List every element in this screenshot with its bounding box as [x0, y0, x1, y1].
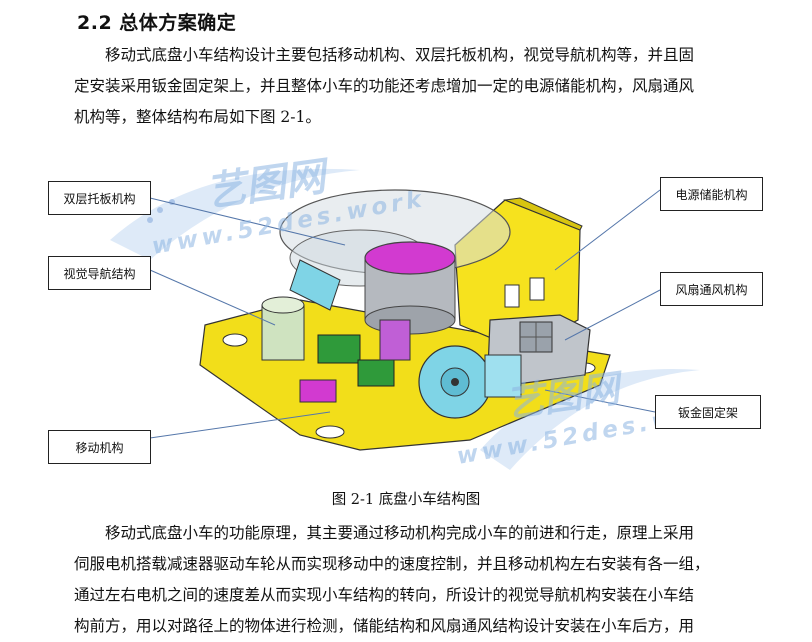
leader-line-power — [554, 189, 661, 271]
chassis-figure: 艺图网 www.52des.work 艺图网 www.52des.work 双层… — [0, 150, 812, 490]
power-switch — [504, 284, 520, 308]
label-double-tray: 双层托板机构 — [48, 181, 151, 215]
label-sheet-metal-frame: 钣金固定架 — [655, 395, 761, 429]
paragraph-line: 伺服电机搭载减速器驱动车轮从而实现移动中的速度控制，并且移动机构左右安装有各一组… — [74, 555, 710, 573]
leader-line-fan — [564, 289, 661, 341]
paragraph-line: 移动式底盘小车的功能原理，其主要通过移动机构完成小车的前进和行走，原理上采用 — [105, 524, 695, 542]
watermark-swoosh — [110, 168, 360, 260]
wheel-motor — [484, 354, 522, 398]
magenta-cap — [364, 241, 456, 275]
base-hole — [222, 333, 248, 347]
paragraph-line: 通过左右电机之间的速度差从而实现小车结构的转向，所设计的视觉导航机构安装在小车结 — [74, 586, 695, 604]
leader-line-vision — [149, 269, 276, 326]
green-motor — [357, 359, 395, 387]
principle-paragraph: 移动式底盘小车的功能原理，其主要通过移动机构完成小车的前进和行走，原理上采用 伺… — [74, 518, 744, 642]
label-fan-ventilation: 风扇通风机构 — [660, 272, 763, 306]
watermark-dot — [147, 217, 153, 223]
base-hole — [315, 425, 345, 439]
paragraph-line: 机构等，整体结构布局如下图 2-1。 — [74, 108, 321, 126]
paragraph-line: 构前方，用以对路径上的物体进行检测，储能结构和风扇通风结构设计安装在小车后方，用 — [74, 617, 695, 635]
vision-sensor-top — [261, 296, 305, 314]
leader-line-moving — [149, 411, 331, 439]
paragraph-line: 移动式底盘小车结构设计主要包括移动机构、双层托板机构，视觉导航机构等，并且固 — [105, 46, 695, 64]
chassis-illustration — [110, 168, 700, 470]
vision-sensor-body — [261, 304, 305, 361]
section-heading: 2.2 总体方案确定 — [77, 12, 237, 34]
label-power-storage: 电源储能机构 — [660, 177, 763, 211]
leader-line-double-tray — [149, 197, 346, 246]
intro-paragraph: 移动式底盘小车结构设计主要包括移动机构、双层托板机构，视觉导航机构等，并且固 定… — [74, 40, 744, 133]
cyan-bracket — [289, 259, 341, 311]
leader-line-frame — [544, 389, 656, 413]
watermark-dot — [157, 207, 163, 213]
power-switch — [529, 277, 545, 301]
label-vision-nav: 视觉导航结构 — [48, 256, 151, 290]
label-moving: 移动机构 — [48, 430, 151, 464]
green-motor — [317, 334, 361, 364]
power-box-edge — [503, 197, 583, 231]
paragraph-line: 定安装采用钣金固定架上，并且整体小车的功能还考虑增加一定的电源储能机构，风扇通风 — [74, 77, 695, 95]
magenta-mount — [379, 319, 411, 361]
magenta-mount — [299, 379, 337, 403]
figure-caption: 图 2-1 底盘小车结构图 — [331, 492, 481, 508]
wheel-axle — [451, 378, 459, 386]
